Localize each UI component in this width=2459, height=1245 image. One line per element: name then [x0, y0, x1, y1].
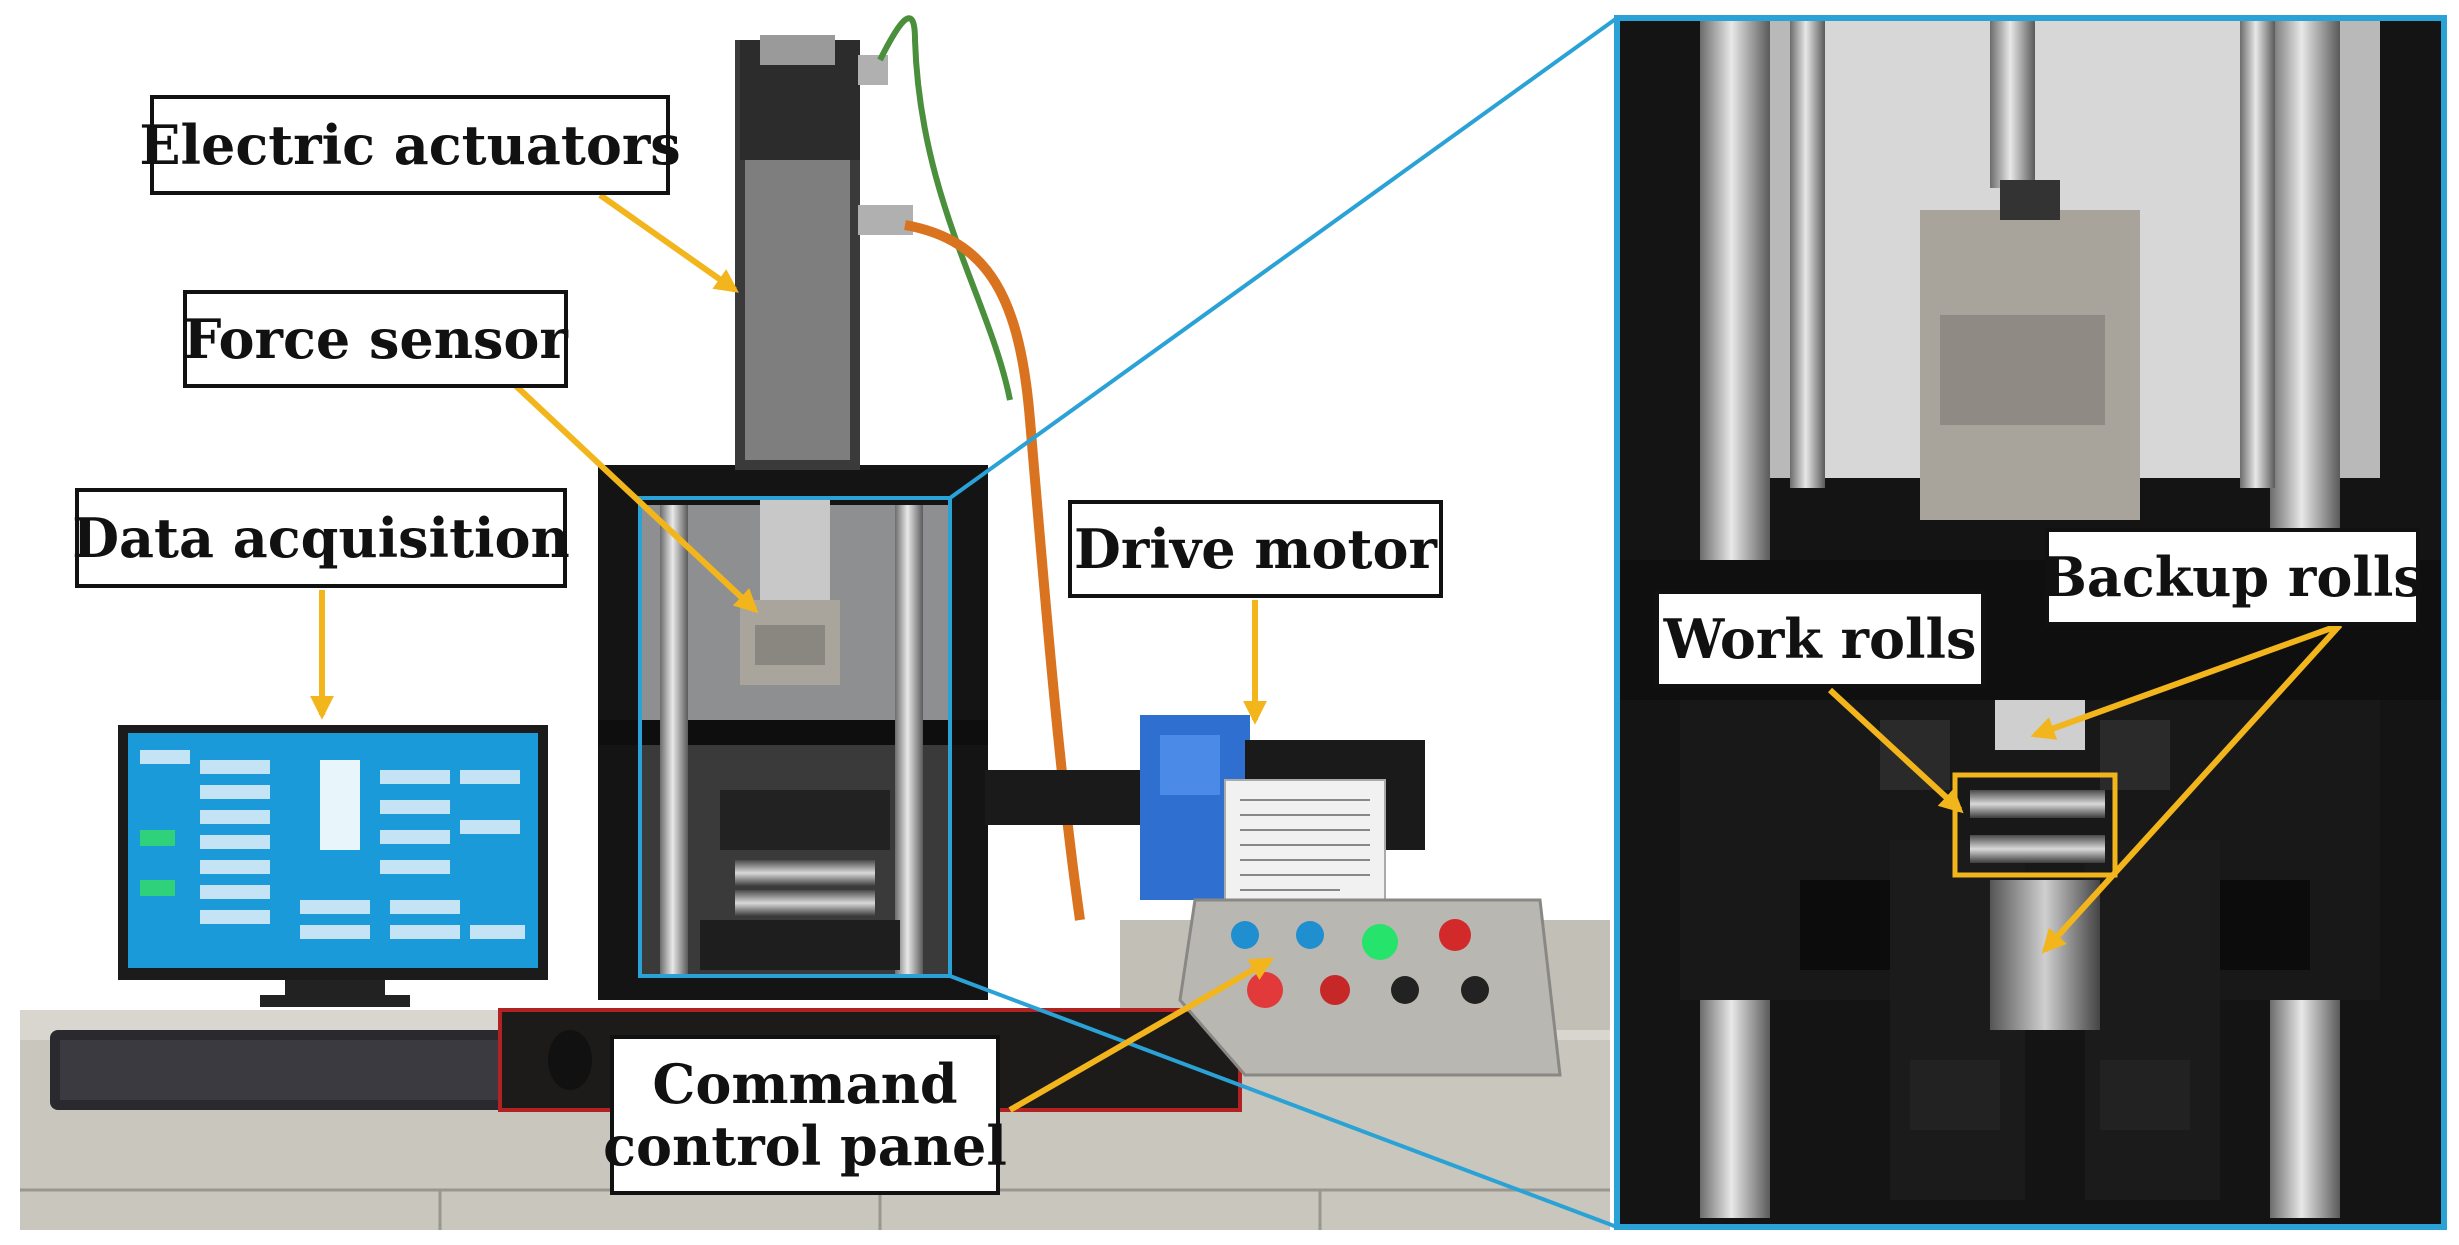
left-photo: [20, 15, 1610, 1230]
arrow-command-control-panel: [1008, 957, 1275, 1113]
label-data-acquisition-text: Data acquisition: [72, 505, 570, 570]
label-electric-actuators-text: Electric actuators: [139, 112, 681, 177]
zoom-source-box: [638, 496, 952, 978]
arrow-electric-actuators: [598, 192, 739, 293]
label-electric-actuators: Electric actuators: [139, 95, 681, 195]
label-data-acquisition: Data acquisition: [72, 488, 570, 588]
drive-shaft: [985, 770, 1155, 825]
green-cable: [877, 15, 1013, 401]
callout-arrows: [310, 192, 2343, 1113]
label-drive-motor: Drive motor: [1068, 500, 1443, 598]
zoom-frame: [1614, 15, 2447, 1230]
label-drive-motor-text: Drive motor: [1074, 516, 1437, 581]
zoom-backup-roll-lower: [1990, 880, 2100, 1030]
control-panel-buttons: [1231, 919, 1489, 1008]
label-command-control-panel-line2: control panel: [603, 1114, 1007, 1178]
arrow-backup-rolls-lower: [2041, 622, 2343, 954]
zoom-work-roll-upper: [1970, 790, 2105, 818]
label-command-control-panel: Command control panel: [603, 1035, 1007, 1195]
mouse: [548, 1030, 592, 1090]
label-force-sensor: Force sensor: [183, 290, 568, 388]
label-command-control-panel-line1: Command: [652, 1051, 958, 1116]
label-work-rolls: Work rolls: [1655, 590, 1985, 688]
label-work-rolls-text: Work rolls: [1663, 606, 1977, 671]
zoom-work-roll-lower: [1970, 835, 2105, 863]
zoom-connectors: [638, 16, 1619, 1229]
arrow-backup-rolls-upper: [2030, 622, 2342, 740]
work-rolls-highlight-box: [1952, 772, 2118, 878]
label-force-sensor-text: Force sensor: [183, 306, 568, 371]
arrow-force-sensor: [512, 382, 759, 614]
label-backup-rolls: Backup rolls: [2041, 528, 2424, 626]
arrow-work-rolls: [1827, 687, 1964, 814]
label-backup-rolls-text: Backup rolls: [2041, 544, 2424, 609]
